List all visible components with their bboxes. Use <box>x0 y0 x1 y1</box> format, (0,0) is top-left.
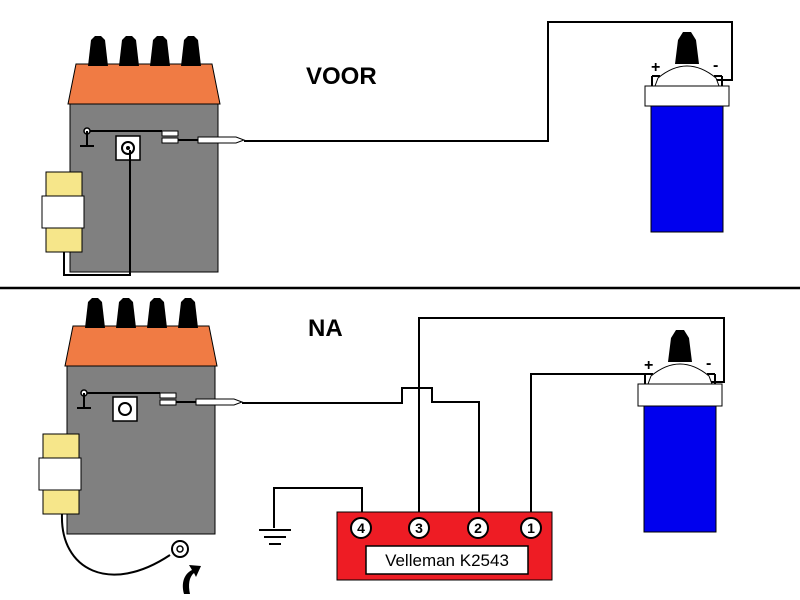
condenser-lower <box>45 227 83 253</box>
primary-lead-after <box>176 387 480 520</box>
condenser-loose-wire <box>60 513 171 576</box>
before-section: VOOR <box>41 21 733 276</box>
module-terminal-4: 4 <box>350 517 372 539</box>
spark-lead-boot <box>150 36 170 66</box>
after-section: NA <box>38 298 725 594</box>
ignition-coil-before: + - <box>644 32 730 233</box>
spark-lead-boot <box>119 36 139 66</box>
coil-plus-label: + <box>651 59 660 76</box>
module-terminal-3: 3 <box>408 517 430 539</box>
spark-lead-boot <box>178 298 198 328</box>
condenser-clamp <box>41 195 85 229</box>
module-terminal-label: 2 <box>474 520 482 536</box>
module-terminal-label: 4 <box>357 520 365 536</box>
condenser-clamp <box>38 457 82 491</box>
spade-connector <box>197 136 246 144</box>
ignition-coil-after: + - <box>637 330 723 533</box>
wire-module-1-to-coil <box>530 373 647 520</box>
spark-lead-boot <box>116 298 136 328</box>
terminal-block <box>159 399 177 406</box>
module-terminal-1: 1 <box>520 517 542 539</box>
condenser-lower <box>42 489 80 515</box>
coil-lead-boot <box>668 330 692 362</box>
distributor-cap <box>67 63 221 105</box>
terminal-block <box>161 137 179 144</box>
wire-to-coil-minus <box>244 21 733 142</box>
distributor-cap <box>64 325 218 367</box>
spark-lead-boot <box>181 36 201 66</box>
ring-terminal-hole <box>176 545 184 553</box>
coil-top-dome <box>647 363 713 385</box>
wire-module-4-to-ground <box>273 487 363 528</box>
distributor-before <box>41 36 221 276</box>
curved-arrow-icon <box>182 565 201 594</box>
coil-body <box>643 403 717 533</box>
coil-minus-label: - <box>706 355 711 372</box>
spade-connector <box>195 398 244 406</box>
distributor-cam-center <box>126 146 130 150</box>
distributor-body <box>66 365 216 535</box>
after-title: NA <box>308 315 343 342</box>
primary-lead-before <box>178 21 733 144</box>
module-terminal-label: 3 <box>415 520 423 536</box>
module-terminal-2: 2 <box>467 517 489 539</box>
coil-plus-label: + <box>644 357 653 374</box>
condenser-wire <box>63 150 131 276</box>
coil-lead-boot <box>675 32 699 64</box>
spark-lead-boot <box>85 298 105 328</box>
module-label: Velleman K2543 <box>385 551 509 570</box>
ground-icon <box>259 529 291 545</box>
terminal-block <box>159 392 177 399</box>
coil-top-dome <box>654 65 720 87</box>
spark-plug-leads <box>88 36 201 66</box>
spark-lead-boot <box>147 298 167 328</box>
distributor-cam-ring <box>118 402 132 416</box>
module-terminal-label: 1 <box>527 520 535 536</box>
coil-top-band <box>637 383 723 407</box>
condenser-upper <box>42 433 80 459</box>
spark-plug-leads <box>85 298 198 328</box>
wire-module-3-to-coil <box>418 317 725 520</box>
coil-top-band <box>644 85 730 107</box>
coil-body <box>650 103 724 233</box>
distributor-cam-square <box>115 135 141 161</box>
before-title: VOOR <box>306 63 377 90</box>
distributor-after <box>38 298 218 594</box>
velleman-module: 4 3 2 1 Velleman K2543 <box>336 511 553 581</box>
distributor-body <box>69 103 219 273</box>
module-label-box <box>365 545 529 575</box>
wire-to-module-2 <box>242 387 480 520</box>
spark-lead-boot <box>88 36 108 66</box>
terminal-block <box>161 130 179 137</box>
coil-minus-label: - <box>713 57 718 74</box>
condenser-upper <box>45 171 83 197</box>
